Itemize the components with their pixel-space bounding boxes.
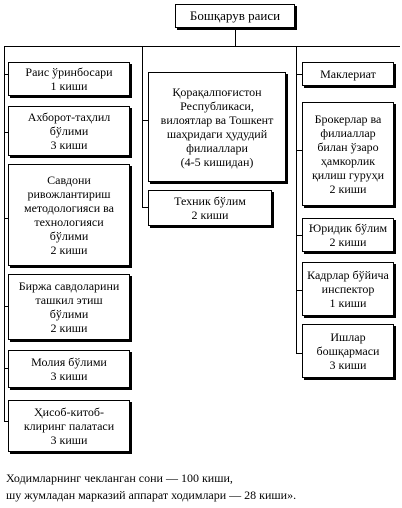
trade-methodology-box: Савдони ривожлантириш методологияси ва т…: [8, 164, 130, 266]
board-chairman-box: Бошқарув раиси: [175, 4, 295, 28]
box-line: филиаллари: [186, 141, 248, 155]
box-line: Ишлар: [330, 330, 366, 344]
box-line: қилиш гуруҳи: [311, 168, 385, 182]
staff-note: Ходимларнинг чекланган сони — 100 киши, …: [6, 470, 398, 504]
box-line: Юридик бўлим: [308, 221, 388, 235]
box-line: (4-5 кишидан): [180, 155, 254, 169]
staff-limit-text: Ходимларнинг чекланган сони — 100 киши,: [6, 471, 233, 485]
box-line: 2 киши: [50, 321, 88, 335]
box-line: Раис ўринбосари: [25, 65, 113, 79]
box-line: Техник бўлим: [174, 194, 246, 208]
box-line: 1 киши: [50, 79, 88, 93]
box-line: 3 киши: [50, 138, 88, 152]
box-line: 2 киши: [191, 208, 229, 222]
box-line: бўлими: [49, 307, 89, 321]
box-line: филиаллар: [320, 126, 376, 140]
box-line: технологияси: [34, 215, 104, 229]
box-line: 3 киши: [50, 433, 88, 447]
exchange-trading-box: Биржа савдоларини ташкил этиш бўлими 2 к…: [8, 274, 130, 340]
technical-dept-box: Техник бўлим 2 киши: [148, 190, 272, 226]
box-line: Республикаси,: [180, 99, 254, 113]
box-line: шаҳридаги ҳудудий: [166, 127, 268, 141]
box-line: Маклериат: [320, 67, 376, 81]
box-line: 2 киши: [329, 182, 367, 196]
box-line: бўлими: [49, 124, 89, 138]
box-line: вилоятлар ва Тошкент: [160, 113, 274, 127]
box-line: клиринг палатаси: [23, 419, 115, 433]
box-line: инспектор: [321, 282, 375, 296]
box-line: 1 киши: [329, 296, 367, 310]
deputy-chairman-box: Раис ўринбосари 1 киши: [8, 62, 130, 96]
finance-box: Молия бўлими 3 киши: [8, 350, 130, 388]
brokerage-box: Маклериат: [302, 62, 394, 86]
box-line: Қорақалпоғистон: [172, 85, 262, 99]
box-line: 3 киши: [329, 358, 367, 372]
box-line: Биржа савдоларини: [18, 279, 120, 293]
legal-dept-box: Юридик бўлим 2 киши: [302, 218, 394, 252]
box-line: Ҳисоб-китоб-: [34, 405, 104, 419]
box-line: бўлими: [49, 229, 89, 243]
info-analysis-box: Ахборот-таҳлил бўлими 3 киши: [8, 106, 130, 156]
box-line: ҳамкорлик: [320, 154, 376, 168]
box-line: Молия бўлими: [31, 355, 107, 369]
box-line: билан ўзаро: [317, 140, 379, 154]
box-line: Кадрлар бўйича: [307, 268, 389, 282]
hr-inspector-box: Кадрлар бўйича инспектор 1 киши: [302, 262, 394, 316]
box-line: бошқармаси: [316, 344, 380, 358]
box-line: 3 киши: [50, 369, 88, 383]
central-staff-text: шу жумладан марказий аппарат ходимлари —…: [6, 488, 297, 502]
box-line: ривожлантириш: [27, 187, 111, 201]
box-line: ташкил этиш: [35, 293, 103, 307]
box-line: 2 киши: [329, 235, 367, 249]
box-line: 2 киши: [50, 243, 88, 257]
brokers-cooperation-box: Брокерлар ва филиаллар билан ўзаро ҳамко…: [302, 102, 394, 206]
administration-box: Ишлар бошқармаси 3 киши: [302, 324, 394, 378]
box-line: Брокерлар ва: [314, 112, 382, 126]
regional-branches-box: Қорақалпоғистон Республикаси, вилоятлар …: [148, 72, 286, 182]
box-line: Ахборот-таҳлил: [27, 110, 111, 124]
box-line: методологияси ва: [23, 201, 115, 215]
box-line: Савдони: [47, 173, 91, 187]
clearing-house-box: Ҳисоб-китоб- клиринг палатаси 3 киши: [8, 400, 130, 452]
board-chairman-title: Бошқарув раиси: [189, 8, 281, 23]
